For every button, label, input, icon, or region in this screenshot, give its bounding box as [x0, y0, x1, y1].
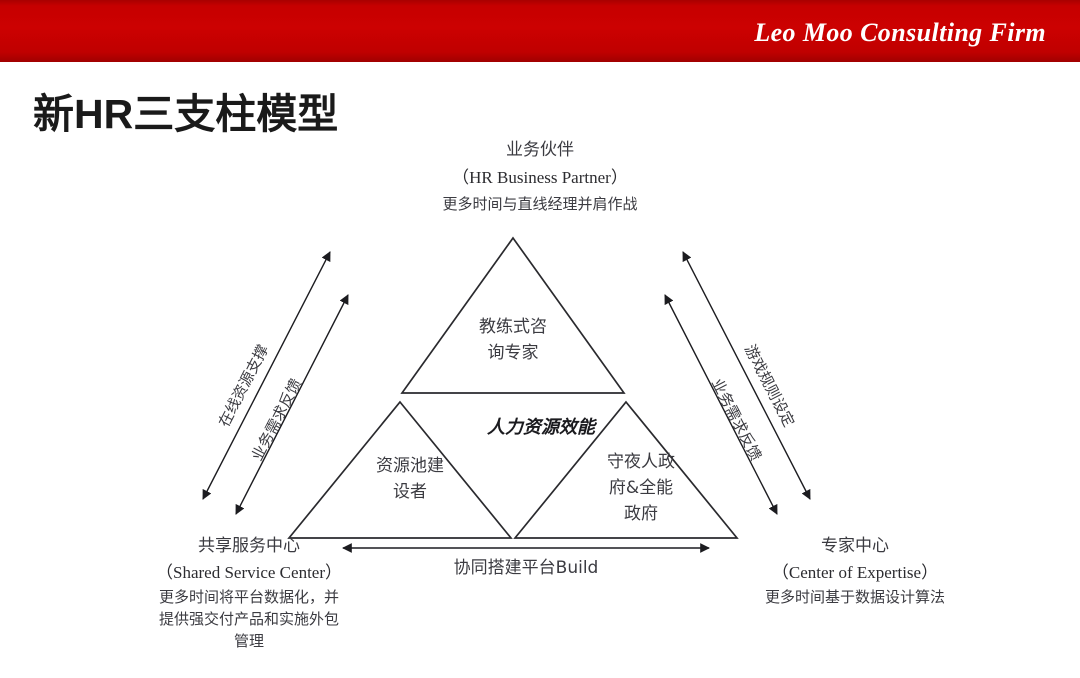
flow-arrow-left-outer: [202, 251, 331, 500]
inner-label-ssc: 资源池建 设者: [376, 456, 444, 502]
inner-hrbp-line-2: 询专家: [488, 343, 539, 363]
inner-label-hrbp: 教练式咨 询专家: [479, 317, 547, 363]
inner-coe-line-3: 政府: [624, 504, 658, 524]
flow-label-left-inner: 业务需求反馈: [248, 376, 305, 464]
three-pillar-diagram: 业务伙伴 （HR Business Partner） 更多时间与直线经理并肩作战…: [0, 130, 1080, 675]
brand-title: Leo Moo Consulting Firm: [754, 18, 1046, 47]
inner-label-coe: 守夜人政 府&全能 政府: [607, 452, 675, 524]
corner-label-coe: 专家中心 （Center of Expertise） 更多时间基于数据设计算法: [765, 536, 945, 606]
corner-label-ssc: 共享服务中心 （Shared Service Center） 更多时间将平台数据…: [156, 536, 342, 650]
inner-hrbp-line-1: 教练式咨: [479, 317, 547, 337]
center-label: 人力资源效能: [487, 417, 598, 438]
corner-coe-cn: 专家中心: [821, 536, 889, 556]
inner-coe-line-1: 守夜人政: [607, 452, 675, 472]
page-title: 新HR三支柱模型: [33, 91, 339, 137]
flow-label-bottom: 协同搭建平台Build: [454, 558, 599, 578]
flow-arrow-right-inner: [664, 294, 778, 515]
corner-ssc-desc-1: 更多时间将平台数据化，并: [159, 588, 339, 606]
inner-coe-line-2: 府&全能: [609, 478, 673, 498]
corner-hrbp-desc-1: 更多时间与直线经理并肩作战: [442, 195, 637, 213]
flow-label-left-outer: 在线资源支撑: [215, 342, 272, 430]
corner-label-hrbp: 业务伙伴 （HR Business Partner） 更多时间与直线经理并肩作战: [442, 140, 637, 213]
header-banner: Leo Moo Consulting Firm: [0, 0, 1080, 62]
flow-label-right-inner: 业务需求反馈: [708, 376, 765, 464]
corner-ssc-en: （Shared Service Center）: [156, 563, 342, 582]
corner-coe-en: （Center of Expertise）: [772, 563, 938, 582]
inner-ssc-line-2: 设者: [393, 482, 427, 502]
inner-ssc-line-1: 资源池建: [376, 456, 444, 476]
corner-ssc-cn: 共享服务中心: [198, 536, 300, 556]
corner-ssc-desc-3: 管理: [234, 632, 264, 650]
corner-hrbp-cn: 业务伙伴: [506, 140, 574, 160]
corner-ssc-desc-2: 提供强交付产品和实施外包: [159, 610, 339, 628]
flow-label-right-outer: 游戏规则设定: [741, 342, 798, 430]
corner-coe-desc-1: 更多时间基于数据设计算法: [765, 588, 945, 606]
flow-arrow-right-outer: [682, 251, 811, 500]
triangle-top-hrbp: [400, 236, 626, 394]
corner-hrbp-en: （HR Business Partner）: [452, 168, 628, 187]
flow-arrow-left-inner: [235, 294, 349, 515]
